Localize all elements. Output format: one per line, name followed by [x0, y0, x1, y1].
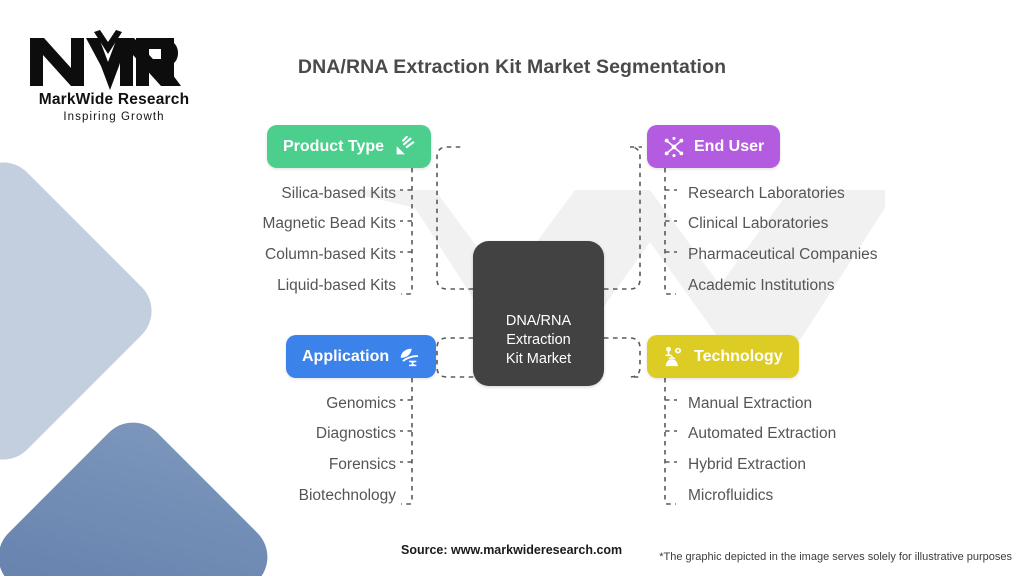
connector-trunk-product-type — [401, 168, 413, 295]
center-node-label: DNA/RNA Extraction Kit Market — [505, 312, 572, 367]
connector-center-to-technology — [604, 337, 642, 378]
category-application-label: Application — [302, 347, 390, 365]
logo-company-name: MarkWide Research — [38, 91, 190, 108]
list-item: Clinical Laboratories — [688, 215, 829, 233]
list-item: Forensics — [328, 455, 396, 473]
list-end-user: Research Laboratories Clinical Laborator… — [688, 178, 878, 301]
list-item: Hybrid Extraction — [688, 455, 807, 473]
list-item: Automated Extraction — [688, 425, 837, 443]
category-end-user-label: End User — [694, 137, 765, 155]
category-end-user[interactable]: End User — [647, 125, 781, 168]
list-item: Microfluidics — [688, 486, 774, 504]
list-item: Biotechnology — [298, 486, 396, 504]
list-item: Manual Extraction — [688, 394, 813, 412]
list-item: Genomics — [326, 394, 396, 412]
connector-center-to-end-user — [604, 146, 642, 290]
list-item: Liquid-based Kits — [277, 276, 396, 294]
list-item: Column-based Kits — [265, 245, 396, 263]
network-nodes-icon — [663, 136, 685, 158]
list-item: Academic Institutions — [688, 276, 835, 294]
list-item: Silica-based Kits — [281, 184, 396, 202]
category-technology-label: Technology — [694, 347, 783, 365]
list-item: Diagnostics — [315, 425, 396, 443]
connector-trunk-technology — [664, 378, 676, 505]
list-product-type: Silica-based Kits Magnetic Bead Kits Col… — [262, 178, 396, 301]
page-title: DNA/RNA Extraction Kit Market Segmentati… — [297, 56, 727, 78]
robot-device-icon — [663, 346, 685, 368]
connector-center-to-product-type — [436, 146, 473, 290]
disclaimer-text: *The graphic depicted in the image serve… — [659, 551, 1012, 563]
connector-trunk-end-user — [664, 168, 676, 295]
connector-trunk-application — [401, 378, 413, 505]
leaf-dna-icon — [398, 346, 420, 368]
mwr-monogram-icon — [30, 30, 181, 90]
logo-tagline: Inspiring Growth — [63, 111, 165, 123]
spray-sparkle-icon — [393, 135, 415, 158]
list-item: Magnetic Bead Kits — [262, 215, 396, 233]
category-technology[interactable]: Technology — [647, 335, 799, 378]
list-technology: Manual Extraction Automated Extraction H… — [688, 388, 836, 511]
center-node: DNA/RNA Extraction Kit Market — [473, 241, 604, 386]
brand-logo: MarkWide Research Inspiring Growth — [24, 28, 204, 123]
source-text: Source: www.markwideresearch.com — [401, 543, 623, 557]
category-application[interactable]: Application — [286, 335, 437, 378]
list-item: Research Laboratories — [688, 184, 845, 202]
list-application: Genomics Diagnostics Forensics Biotechno… — [299, 388, 396, 511]
category-product-type-label: Product Type — [283, 137, 385, 155]
list-item: Pharmaceutical Companies — [688, 245, 878, 263]
category-product-type[interactable]: Product Type — [267, 125, 432, 168]
